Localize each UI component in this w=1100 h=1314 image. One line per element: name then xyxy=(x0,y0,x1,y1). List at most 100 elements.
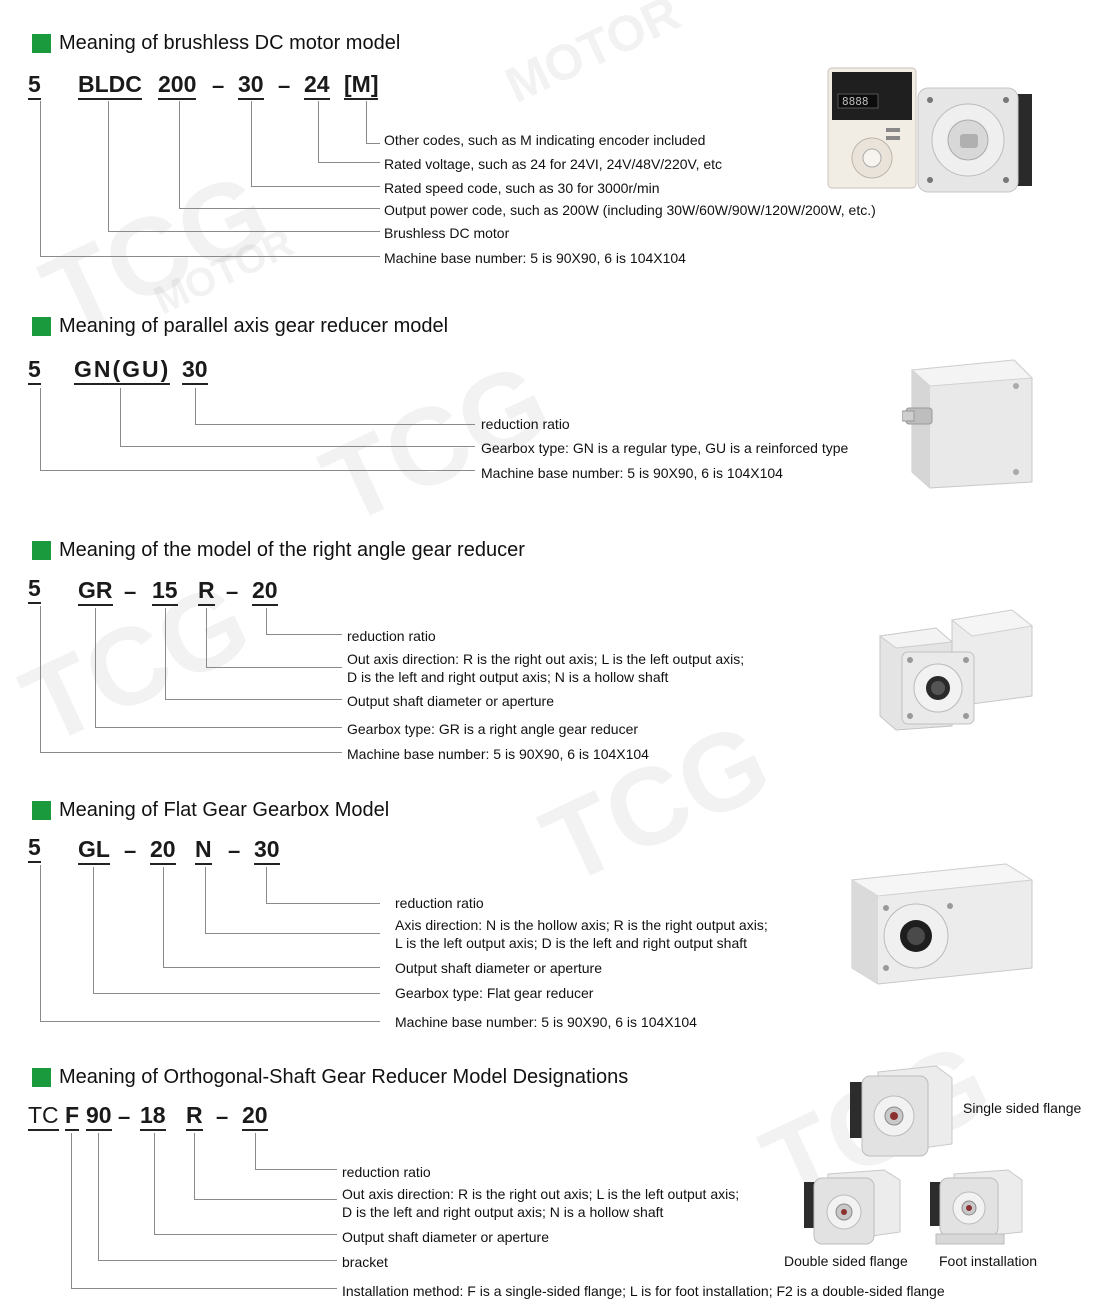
flat-desc-ratio: reduction ratio xyxy=(395,895,484,911)
right-angle-heading: Meaning of the model of the right angle … xyxy=(32,539,525,562)
bldc-motor-icon xyxy=(917,87,1032,193)
parallel-desc-ratio: reduction ratio xyxy=(481,416,570,432)
parallel-code-type: GN(GU) xyxy=(74,356,171,385)
bldc-line-h-base xyxy=(40,256,380,257)
bldc-heading: Meaning of brushless DC motor model xyxy=(32,32,400,55)
flat-desc-direction-1: Axis direction: N is the hollow axis; R … xyxy=(395,917,768,933)
bldc-dash-1: – xyxy=(212,73,225,98)
right-angle-code-type: GR xyxy=(78,577,113,606)
right-angle-desc-type: Gearbox type: GR is a right angle gear r… xyxy=(347,721,639,737)
flange-gearbox-icon xyxy=(930,1169,1023,1245)
section-marker-icon xyxy=(32,801,51,820)
bldc-desc-base: Machine base number: 5 is 90X90, 6 is 10… xyxy=(384,250,686,266)
right-angle-code-base: 5 xyxy=(28,575,41,604)
right-angle-desc-base: Machine base number: 5 is 90X90, 6 is 10… xyxy=(347,746,649,762)
orthogonal-code-install: F xyxy=(65,1102,80,1131)
orthogonal-line-v-bracket xyxy=(98,1133,99,1261)
flat-dash-1: – xyxy=(124,838,137,863)
flat-line-v-ratio xyxy=(266,867,267,904)
parallel-line-h-type xyxy=(120,446,475,447)
bldc-line-h-type xyxy=(108,231,380,232)
flat-line-h-direction xyxy=(205,933,380,934)
orthogonal-heading: Meaning of Orthogonal-Shaft Gear Reducer… xyxy=(32,1066,628,1089)
flat-line-h-shaft xyxy=(163,967,380,968)
orthogonal-code-ratio: 20 xyxy=(242,1102,268,1131)
bldc-code-voltage: 24 xyxy=(304,71,330,100)
caption-foot-installation: Foot installation xyxy=(939,1253,1038,1269)
right-angle-code-ratio: 20 xyxy=(252,577,278,606)
flat-gearbox-icon xyxy=(850,863,1034,985)
orthogonal-code-direction: R xyxy=(186,1102,203,1131)
orthogonal-line-h-ratio xyxy=(255,1169,337,1170)
section-bldc: Meaning of brushless DC motor model 5 BL… xyxy=(0,0,1100,290)
bldc-line-h-other xyxy=(366,143,380,144)
orthogonal-code-tc: TC xyxy=(28,1102,59,1131)
bldc-line-v-base xyxy=(40,101,41,257)
parallel-code-ratio: 30 xyxy=(182,356,208,385)
right-angle-desc-shaft: Output shaft diameter or aperture xyxy=(347,693,554,709)
flange-gearbox-icon xyxy=(804,1169,901,1245)
parallel-title: Meaning of parallel axis gear reducer mo… xyxy=(59,315,449,337)
caption-single-flange: Single sided flange xyxy=(963,1100,1082,1116)
bldc-line-v-power xyxy=(179,101,180,209)
orthogonal-title: Meaning of Orthogonal-Shaft Gear Reducer… xyxy=(59,1066,629,1088)
orthogonal-code-bracket: 90 xyxy=(86,1102,112,1131)
bldc-desc-speed: Rated speed code, such as 30 for 3000r/m… xyxy=(384,180,660,196)
bldc-code-power: 200 xyxy=(158,71,197,100)
flat-desc-base: Machine base number: 5 is 90X90, 6 is 10… xyxy=(395,1014,697,1030)
orthogonal-line-h-direction xyxy=(194,1199,337,1200)
flat-desc-direction-2: L is the left output axis; D is the left… xyxy=(395,935,748,951)
right-angle-title: Meaning of the model of the right angle … xyxy=(59,539,525,561)
bldc-line-v-type xyxy=(108,101,109,232)
orthogonal-line-h-shaft xyxy=(154,1234,337,1235)
flat-line-v-direction xyxy=(205,867,206,934)
parallel-line-h-base xyxy=(40,470,475,471)
bldc-code-speed: 30 xyxy=(238,71,264,100)
right-angle-line-h-ratio xyxy=(266,634,342,635)
flat-code-shaft: 20 xyxy=(150,836,176,865)
section-marker-icon xyxy=(32,34,51,53)
parallel-heading: Meaning of parallel axis gear reducer mo… xyxy=(32,315,448,338)
bldc-line-v-other xyxy=(366,101,367,143)
orthogonal-line-v-direction xyxy=(194,1133,195,1200)
right-angle-line-v-base xyxy=(40,606,41,753)
flat-code-type: GL xyxy=(78,836,110,865)
flat-dash-2: – xyxy=(228,838,241,863)
bldc-desc-type: Brushless DC motor xyxy=(384,225,510,241)
section-marker-icon xyxy=(32,317,51,336)
orthogonal-code-shaft: 18 xyxy=(140,1102,166,1131)
parallel-line-v-ratio xyxy=(195,388,196,425)
section-marker-icon xyxy=(32,541,51,560)
right-angle-dash-2: – xyxy=(226,579,239,604)
parallel-line-h-ratio xyxy=(195,424,475,425)
flat-heading: Meaning of Flat Gear Gearbox Model xyxy=(32,799,389,822)
orthogonal-desc-ratio: reduction ratio xyxy=(342,1164,431,1180)
orthogonal-desc-bracket: bracket xyxy=(342,1254,388,1270)
orthogonal-line-h-install xyxy=(71,1288,337,1289)
orthogonal-desc-direction-1: Out axis direction: R is the right out a… xyxy=(342,1186,740,1202)
bldc-line-h-power xyxy=(179,208,380,209)
right-angle-line-h-type xyxy=(95,727,342,728)
flat-code-base: 5 xyxy=(28,834,41,863)
parallel-desc-base: Machine base number: 5 is 90X90, 6 is 10… xyxy=(481,465,783,481)
bldc-line-h-voltage xyxy=(318,162,380,163)
right-angle-gearbox-icon xyxy=(878,609,1034,731)
section-right-angle: Meaning of the model of the right angle … xyxy=(28,539,1034,762)
right-angle-dash-1: – xyxy=(124,579,137,604)
right-angle-line-v-ratio xyxy=(266,608,267,635)
bldc-desc-power: Output power code, such as 200W (includi… xyxy=(384,202,876,218)
right-angle-code-direction: R xyxy=(198,577,215,606)
flat-desc-shaft: Output shaft diameter or aperture xyxy=(395,960,602,976)
bldc-desc-voltage: Rated voltage, such as 24 for 24VI, 24V/… xyxy=(384,156,723,172)
flat-line-h-ratio xyxy=(266,903,380,904)
flat-code-direction: N xyxy=(195,836,212,865)
orthogonal-desc-install: Installation method: F is a single-sided… xyxy=(342,1283,945,1299)
bldc-line-v-voltage xyxy=(318,101,319,163)
flat-line-h-base xyxy=(40,1021,380,1022)
flat-line-v-shaft xyxy=(163,867,164,968)
flat-line-h-type xyxy=(93,993,380,994)
section-marker-icon xyxy=(32,1068,51,1087)
bldc-title: Meaning of brushless DC motor model xyxy=(59,32,401,54)
bldc-dash-2: – xyxy=(278,73,291,98)
